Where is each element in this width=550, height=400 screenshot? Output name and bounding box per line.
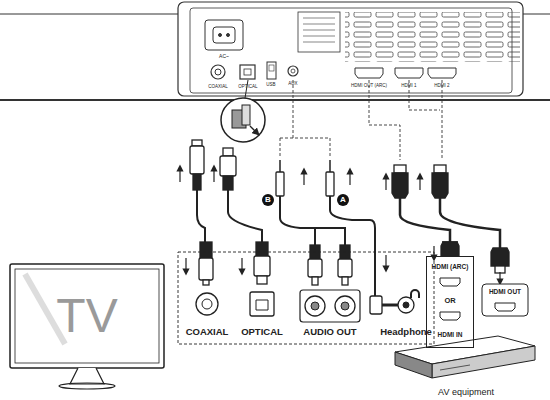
tv-jack-panel <box>178 252 460 344</box>
port-label: HDMI 2 <box>434 84 449 89</box>
port-label: Headphone <box>380 327 432 337</box>
port-label: HDMI OUT (ARC) <box>351 84 387 89</box>
node-text: HDMI IN <box>438 332 463 339</box>
node-text: HDMI OUT <box>489 289 521 296</box>
port-label: OPTICAL <box>238 85 257 90</box>
port-label: HDMI 1 <box>401 84 416 89</box>
hdmi-port-panel: HDMI (ARC) OR HDMI IN <box>426 256 474 348</box>
port-label: AC~ <box>219 54 229 59</box>
optical-cap-detail <box>221 80 265 142</box>
direction-arrows <box>180 168 500 282</box>
tv-screen: TV <box>15 269 159 363</box>
guide-lines <box>280 80 442 160</box>
node-text: TV <box>56 292 117 340</box>
hdmi-out-panel: HDMI OUT <box>482 284 528 316</box>
port-label: AUDIO OUT <box>303 327 356 337</box>
port-label: COAXIAL <box>186 327 229 337</box>
callout-letter: B <box>262 194 274 206</box>
soundbar-rear <box>0 2 550 100</box>
node-text: OR <box>444 297 455 305</box>
tv-illustration <box>10 264 164 389</box>
port-label: USB <box>266 83 275 88</box>
cables <box>190 140 509 314</box>
port-label: OPTICAL <box>241 327 283 337</box>
port-label: AV equipment <box>438 388 494 397</box>
port-label: AUX <box>288 82 297 87</box>
port-label: COAXIAL <box>208 85 228 90</box>
callout-letter: A <box>337 194 349 206</box>
node-text: HDMI (ARC) <box>432 264 469 271</box>
